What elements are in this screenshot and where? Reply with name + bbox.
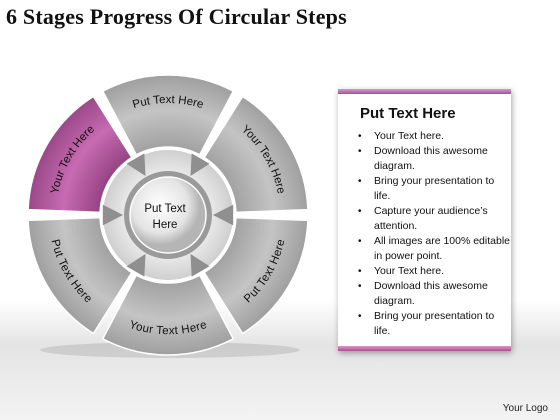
list-item: •All images are 100% editable in power p… [358, 235, 510, 262]
spoke-wedge [102, 204, 123, 226]
list-item: •Download this awesome diagram. [358, 280, 488, 307]
segment [203, 216, 309, 335]
bullet-icon: • [358, 146, 362, 157]
bullet-icon: • [358, 236, 362, 247]
list-item: •Your Text here. [358, 130, 445, 142]
bullet-icon: • [358, 281, 362, 292]
segment [27, 216, 133, 335]
segment [101, 74, 235, 156]
segment-label: Your Text Here [128, 319, 208, 337]
list-item: •Download this awesome diagram. [358, 145, 488, 172]
spoke-wedge [213, 204, 234, 226]
segment [203, 95, 309, 214]
bullet-icon: • [358, 131, 362, 142]
center-text-line1: Put Text [144, 203, 186, 215]
bullet-icon: • [358, 266, 362, 277]
bullet-icon: • [358, 176, 362, 187]
list-item: •Bring your presentation to life. [358, 310, 495, 337]
segment [101, 274, 235, 356]
spoke-wedge [190, 253, 210, 277]
center-circle [129, 176, 207, 254]
list-item: •Your Text here. [358, 265, 445, 277]
bullet-icon: • [358, 206, 362, 217]
page-title: 6 Stages Progress Of Circular Steps [6, 4, 347, 29]
list-item: •Capture your audience’s attention. [358, 205, 488, 232]
text-panel: Put Text Here •Your Text here. •Download… [338, 89, 511, 351]
list-item: •Bring your presentation to life. [358, 175, 495, 202]
spoke-wedge [126, 253, 146, 277]
segment-highlighted [27, 95, 133, 214]
panel-bottom-bar [338, 346, 511, 351]
center-text-line2: Here [153, 219, 178, 231]
bullet-icon: • [358, 311, 362, 322]
spoke-wedge [126, 153, 146, 177]
panel-bullet-list: •Your Text here. •Download this awesome … [358, 129, 510, 339]
spoke-wedge [190, 153, 210, 177]
logo-placeholder: Your Logo [502, 403, 548, 414]
panel-heading: Put Text Here [360, 105, 456, 122]
panel-top-bar [338, 89, 511, 94]
